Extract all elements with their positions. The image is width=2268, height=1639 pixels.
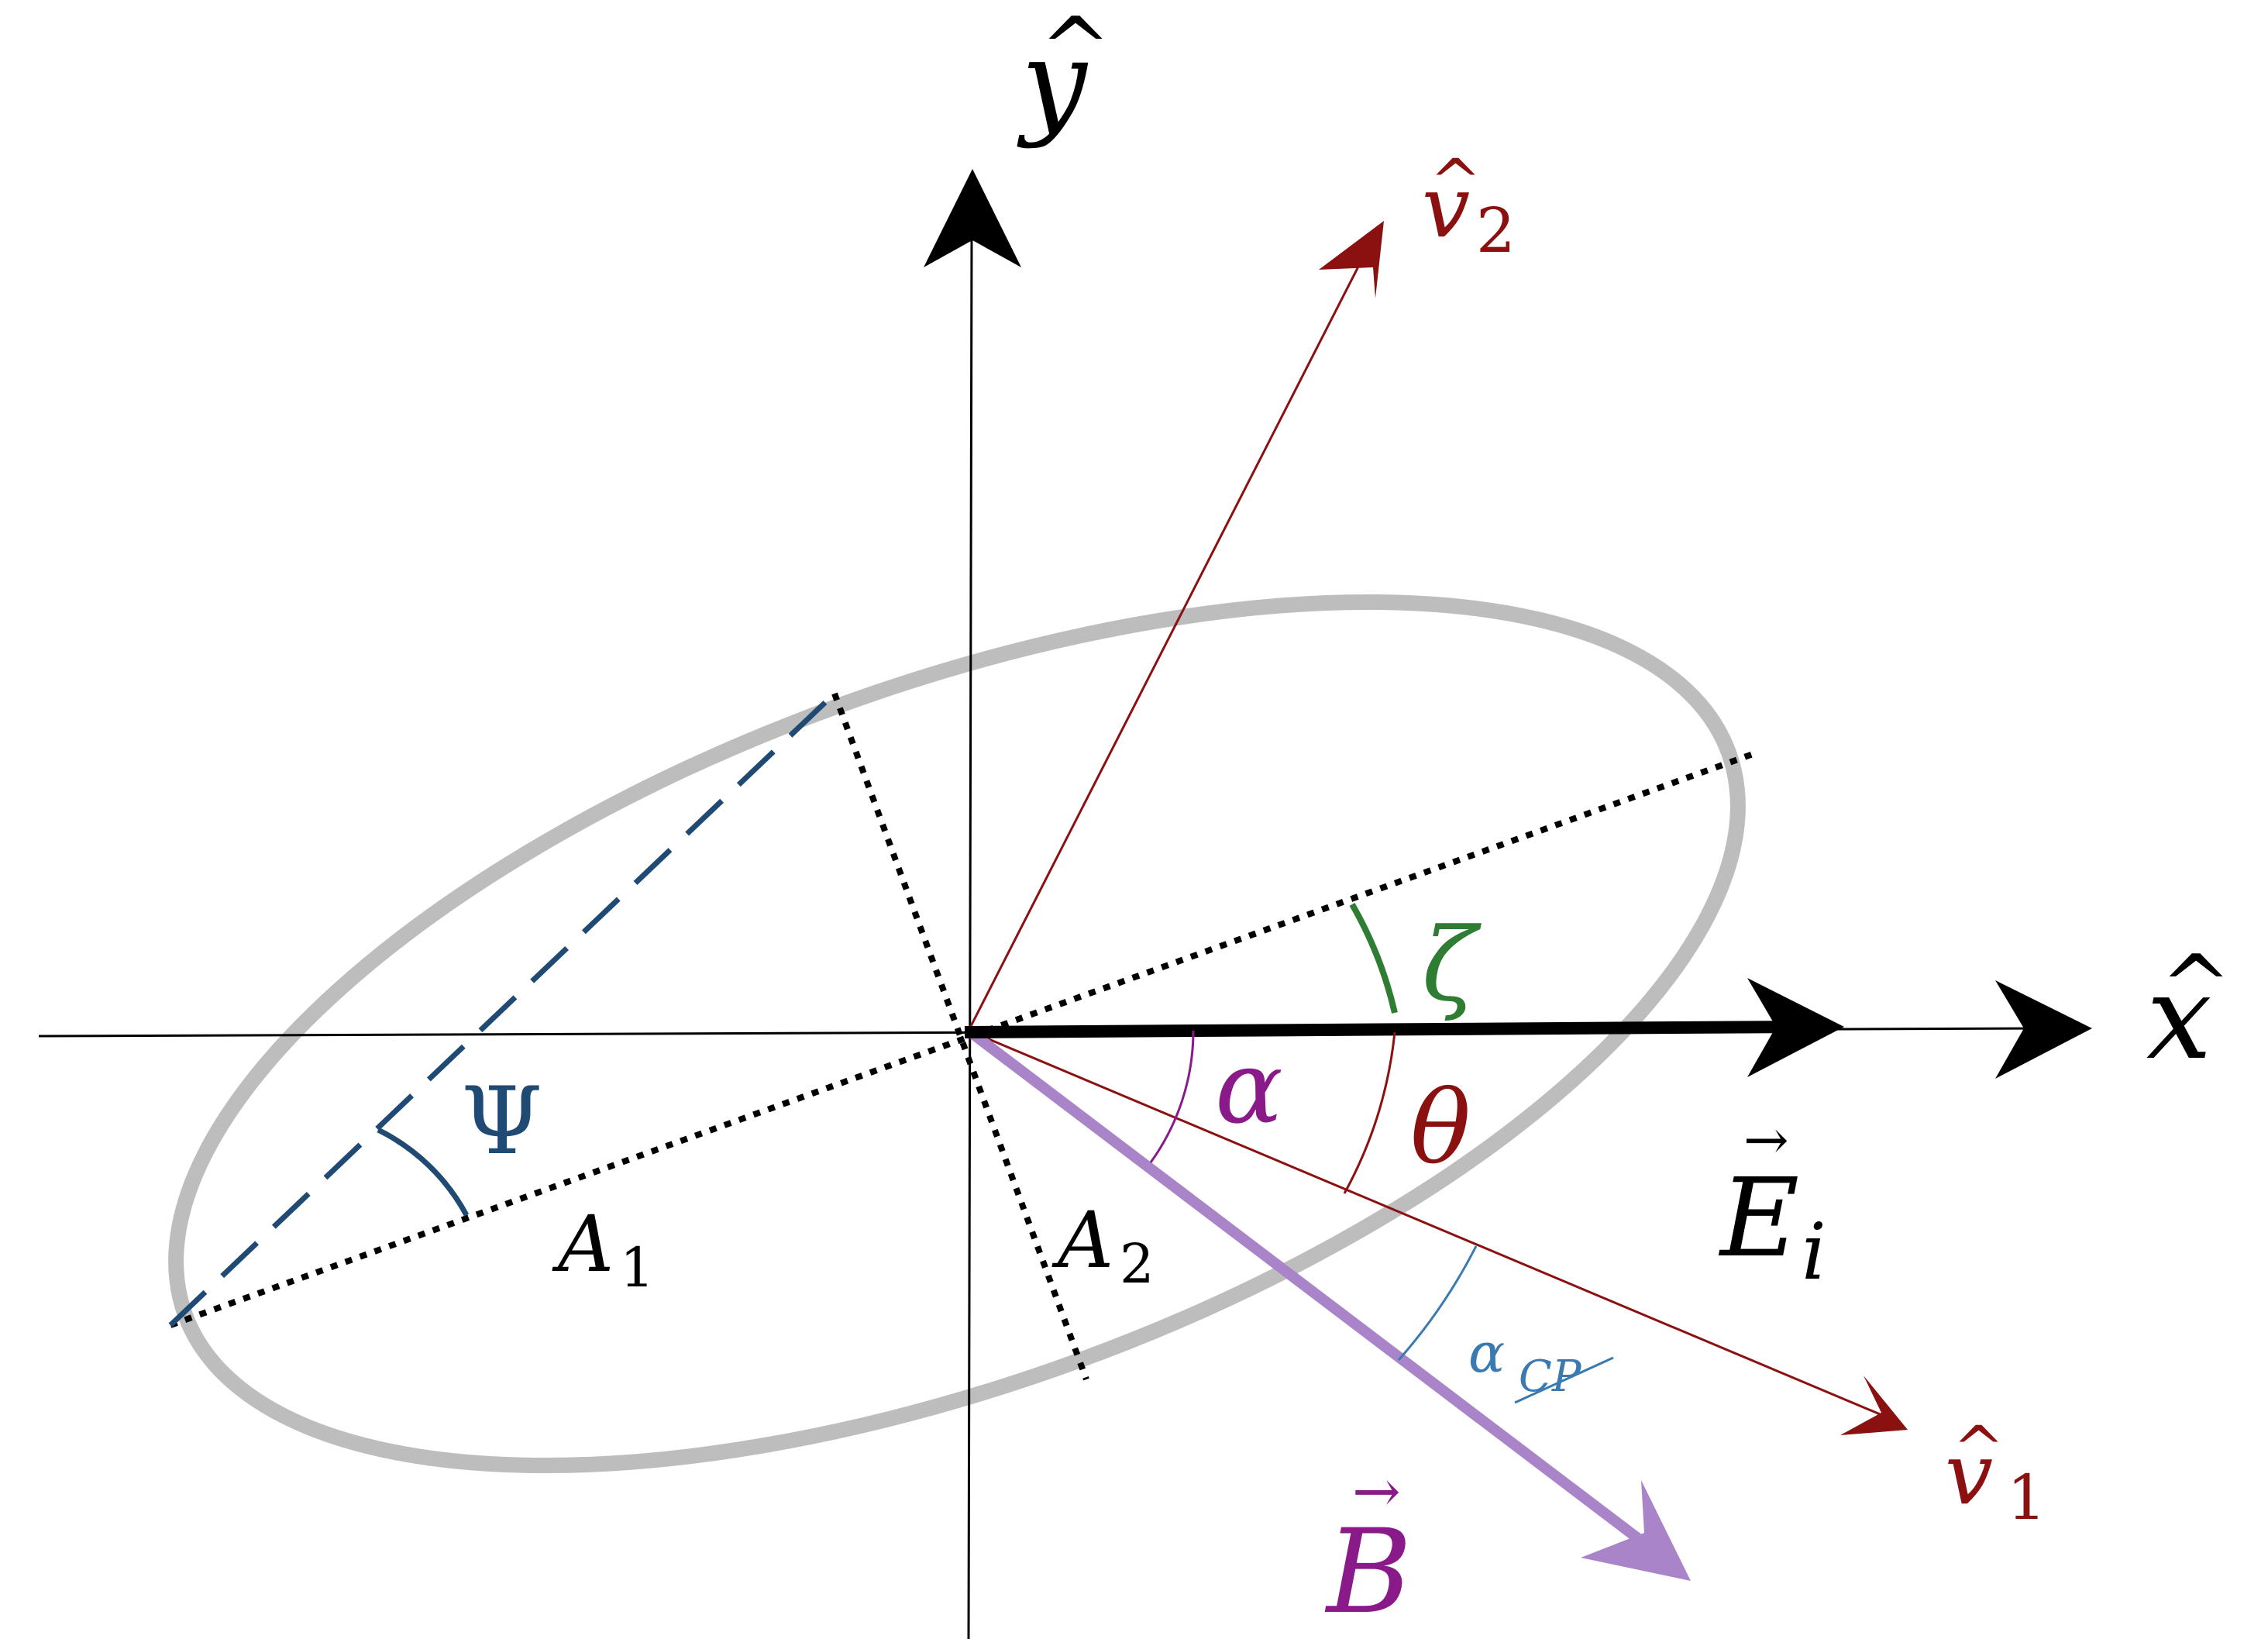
e-field-label: E → i [1718,1108,1826,1297]
ellipse-minor-axis [831,692,1089,1381]
alpha-cp-strike [1514,1356,1614,1404]
v2-label-text: v [1422,157,1470,257]
a1-label-text: A [552,1199,614,1290]
alpha-cp-angle-arc [1397,1245,1478,1361]
alpha-cp-label: α CP [1468,1321,1614,1404]
y-axis-label-hat: ^ [1040,0,1111,98]
a2-label: A 2 [1051,1195,1155,1296]
zeta-angle-arc [1349,903,1398,1014]
alpha-cp-label-text: α [1468,1321,1505,1385]
theta-label: θ [1410,1069,1471,1186]
v1-vector-line [968,1029,1899,1424]
e-field-arrow-line [964,1021,1798,1038]
e-field-label-arrow: → [1743,1108,1789,1172]
v2-label: v ^ 2 [1422,146,1516,267]
b-field-label: B → [1324,1457,1412,1639]
y-axis-arrowhead [924,169,1021,267]
theta-angle-arc [1343,1031,1396,1194]
e-field-arrowhead [1747,978,1844,1077]
ellipse-major-axis [169,750,1757,1328]
a1-label: A 1 [552,1199,655,1300]
alpha-label: α [1215,1028,1283,1146]
psi-dashed-line [168,691,837,1327]
y-axis-line [967,232,973,1639]
zeta-label: ζ [1422,906,1482,1024]
psi-angle-arc [377,1127,470,1217]
v2-arrowhead [1319,221,1384,298]
b-field-label-arrow: → [1352,1457,1401,1525]
b-field-arrow-line [965,1026,1662,1558]
v1-label-hat: ^ [1953,1413,2005,1485]
alpha-angle-arc [1149,1030,1195,1163]
x-axis-label-text: x [2146,951,2212,1086]
v2-label-subscript: 2 [1476,195,1516,267]
a2-label-text: A [1051,1195,1113,1286]
y-axis-label-text: y [1017,15,1089,150]
e-field-label-text: E [1718,1155,1799,1282]
v1-label: v ^ 1 [1945,1413,2046,1534]
a2-label-subscript: 2 [1120,1232,1155,1296]
x-axis-label-hat: ^ [2160,936,2232,1035]
b-field-label-text: B [1324,1505,1412,1639]
x-axis-label: x ^ [2146,936,2232,1086]
v1-label-text: v [1945,1424,1993,1524]
v1-arrowhead [1840,1376,1908,1435]
y-axis-label: y ^ [1017,0,1111,150]
b-field-arrowhead [1581,1480,1691,1581]
v1-label-subscript: 1 [2007,1462,2046,1534]
v2-label-hat: ^ [1430,146,1482,218]
a1-label-subscript: 1 [620,1236,655,1300]
v2-vector-line [967,228,1379,1031]
psi-label: Ψ [461,1068,542,1176]
x-axis-arrowhead [1995,980,2092,1079]
e-field-label-subscript: i [1802,1207,1826,1297]
